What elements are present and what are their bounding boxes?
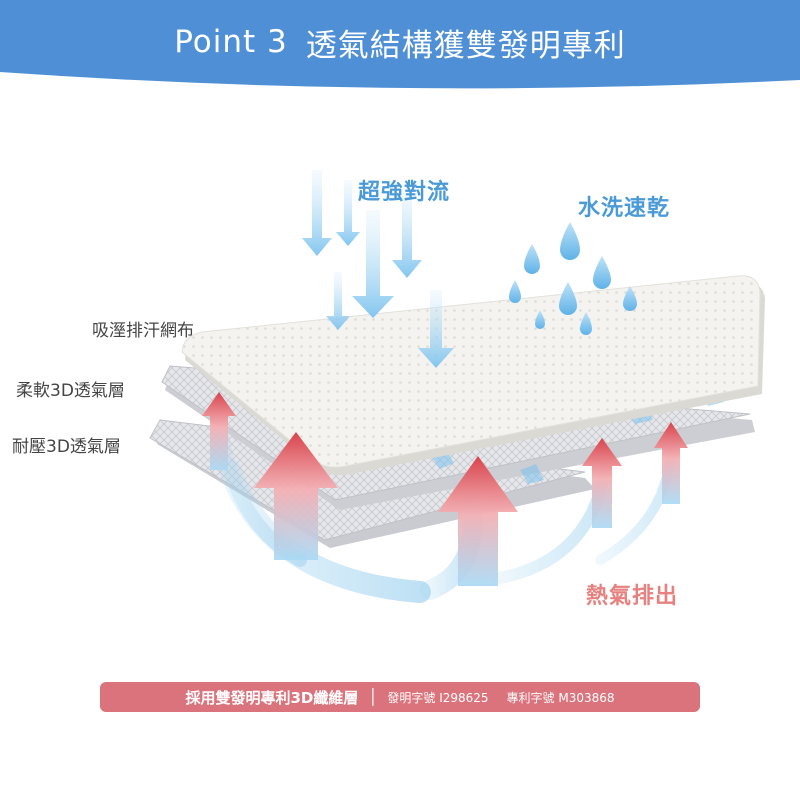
layer-illustration: 超強對流 水洗速乾 吸溼排汗網布 柔軟3D透氣層 耐壓3D透氣層 熱氣排出 (0, 90, 800, 670)
point-label: Point 3 (174, 24, 288, 60)
mattress-layers-graphic (149, 170, 765, 603)
water-drops (509, 222, 637, 335)
patent-number: 專利字號 M303868 (506, 690, 615, 705)
airflow-label: 超強對流 (358, 180, 451, 205)
header-shape (0, 0, 800, 89)
header-banner: Point 3 透氣結構獲雙發明專利 (0, 0, 800, 90)
bottom-layer-label: 耐壓3D透氣層 (12, 437, 121, 457)
middle-layer-label: 柔軟3D透氣層 (16, 381, 125, 401)
patent-banner: 採用雙發明專利3D纖維層 │ 發明字號 I298625 專利字號 M303868 (100, 682, 700, 712)
heat-label: 熱氣排出 (586, 584, 679, 609)
top-layer (181, 275, 765, 476)
airflow-arrows (302, 170, 454, 368)
washable-label: 水洗速乾 (578, 196, 671, 221)
patent-main-text: 採用雙發明專利3D纖維層 (185, 688, 359, 707)
page-title: Point 3 透氣結構獲雙發明專利 (0, 0, 800, 90)
patent-separator: │ (368, 688, 378, 706)
heat-arrows (202, 392, 688, 586)
invention-number: 發明字號 I298625 (387, 690, 489, 705)
top-layer-label: 吸溼排汗網布 (92, 321, 194, 341)
title-text: 透氣結構獲雙發明專利 (305, 27, 626, 64)
